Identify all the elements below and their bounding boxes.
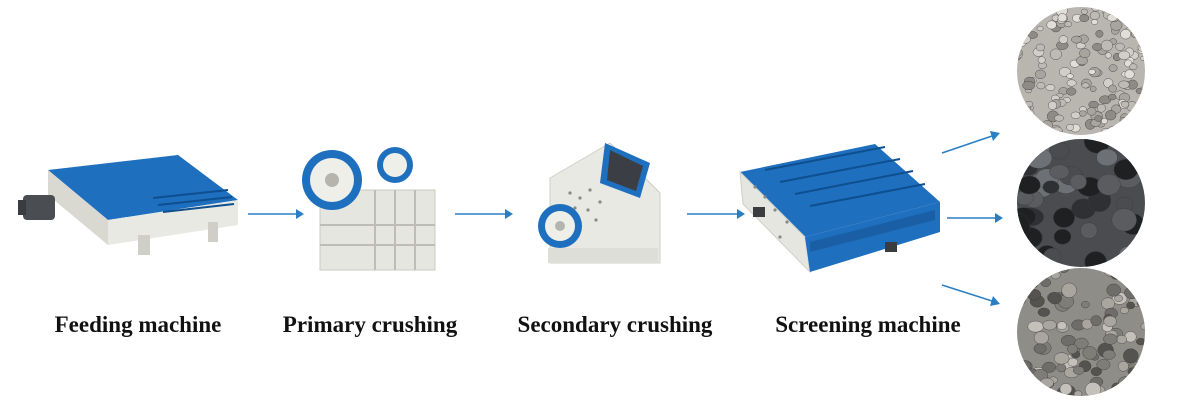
impact-crusher-icon xyxy=(538,142,661,264)
fine-aggregate-icon xyxy=(1017,7,1145,135)
output-arrow-icon xyxy=(941,131,1000,154)
step-label-primary: Primary crushing xyxy=(282,312,458,337)
flow-arrow-icon xyxy=(455,209,513,219)
output-arrow-icon xyxy=(941,284,1000,306)
step-label-screening: Screening machine xyxy=(775,312,961,337)
vibrating-screen-icon xyxy=(739,144,940,274)
step-label-secondary: Secondary crushing xyxy=(517,312,713,337)
step-label-feeding: Feeding machine xyxy=(54,312,222,337)
flow-arrow-icon xyxy=(248,209,304,219)
jaw-crusher-icon xyxy=(302,147,436,271)
output-arrow-icon xyxy=(947,213,1003,223)
coarse-aggregate-icon xyxy=(1017,139,1145,267)
medium-aggregate-icon xyxy=(1017,268,1145,396)
vibrating-feeder-icon xyxy=(18,155,238,255)
flow-arrow-icon xyxy=(687,209,745,219)
